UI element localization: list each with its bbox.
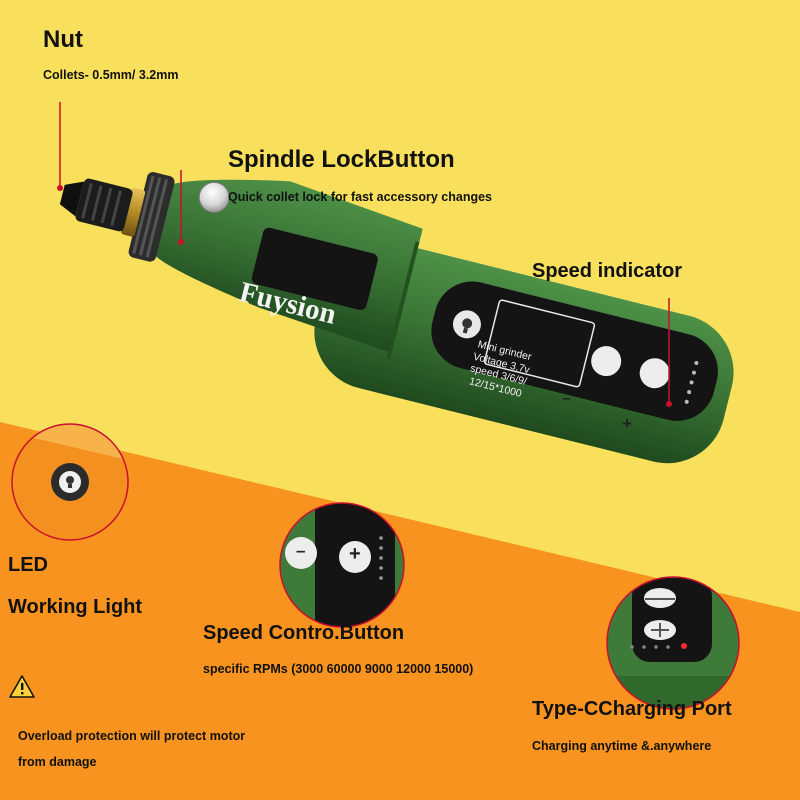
warning-icon [9, 675, 35, 698]
charging-title: Type-CCharging Port [532, 698, 732, 720]
inset-led [11, 423, 129, 541]
overload-line1: Overload protection will protect motor [18, 729, 246, 743]
pointer-dots [57, 185, 672, 407]
panel-label-box [483, 299, 596, 388]
spindle-title: Spindle LockButton [228, 146, 455, 173]
control-panel [431, 281, 718, 421]
charging-led-icon [681, 643, 687, 649]
inset-charging-port [606, 576, 740, 710]
speed-button-subtitle: specific RPMs (3000 60000 9000 12000 150… [203, 662, 474, 676]
rotary-tool [59, 172, 734, 464]
led-subtitle: Working Light [8, 596, 143, 618]
led-title: LED [8, 554, 48, 576]
speed-indicator-dots [684, 360, 699, 404]
pointer-lines [59, 102, 670, 404]
panel-plus-button [639, 358, 670, 389]
charging-subtitle: Charging anytime &.anywhere [532, 739, 712, 753]
speed-button-title: Speed Contro.Button [203, 622, 405, 644]
tool-collet-nut [75, 178, 133, 232]
nut-subtitle: Collets- 0.5mm/ 3.2mm [43, 68, 179, 82]
inset-minus-symbol: – [296, 541, 306, 560]
nut-title: Nut [43, 26, 83, 53]
inset-speed-buttons [279, 502, 405, 628]
orange-background [0, 422, 800, 800]
overload-line2: from damage [18, 755, 97, 769]
speed-indicator-title: Speed indicator [532, 260, 683, 282]
panel-minus-symbol: – [562, 390, 571, 407]
panel-minus-button [591, 346, 622, 377]
panel-plus-symbol: + [622, 414, 632, 433]
inset-plus-symbol: + [349, 543, 361, 565]
logo-plate [251, 227, 378, 311]
spindle-lock-button [198, 181, 230, 213]
tool-brass-ring [121, 187, 146, 237]
spindle-subtitle: Quick collet lock for fast accessory cha… [228, 190, 493, 204]
